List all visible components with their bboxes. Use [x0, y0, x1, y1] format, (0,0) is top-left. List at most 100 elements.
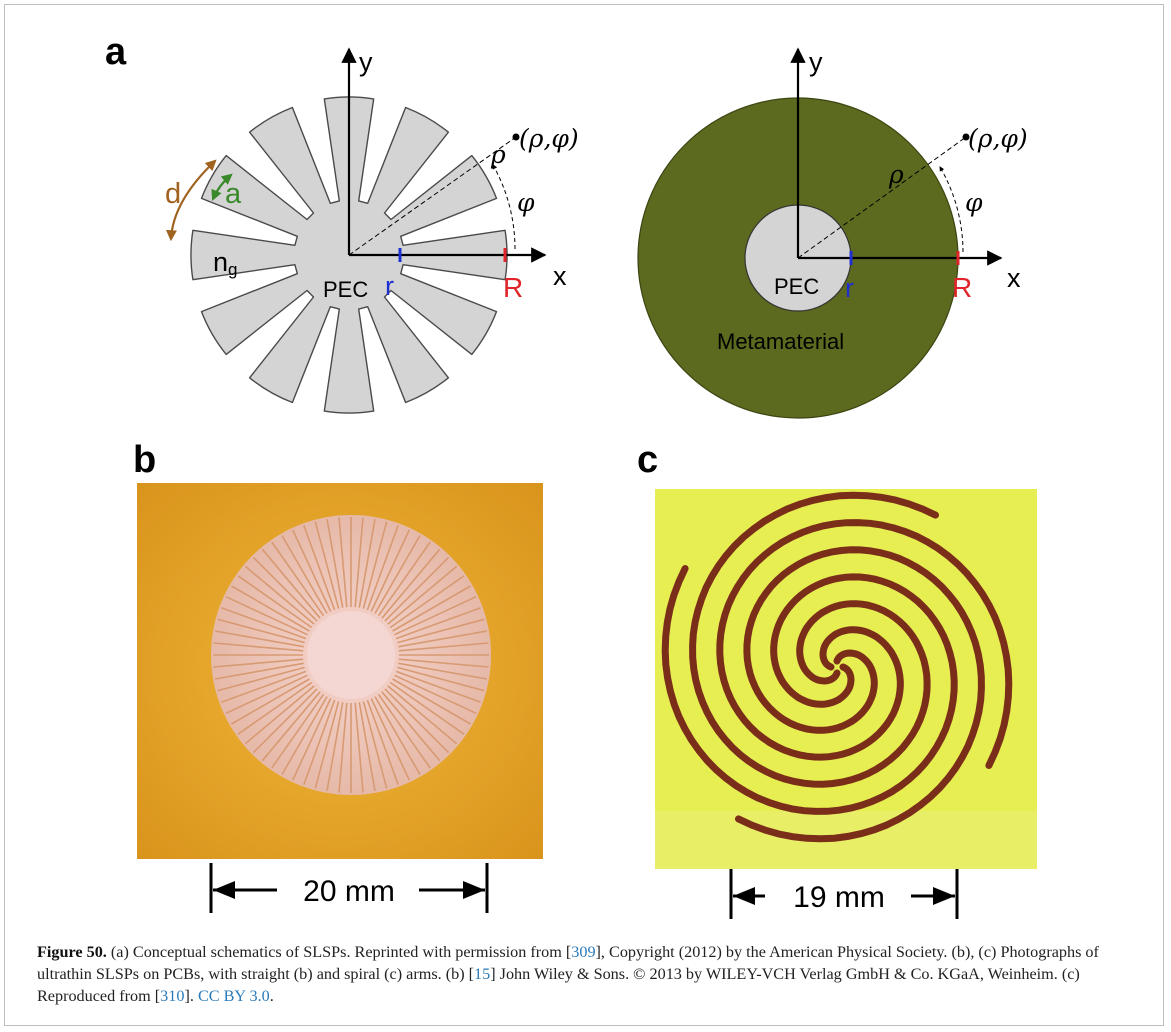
r-label-right: r: [845, 273, 854, 303]
radial-stripe: [389, 681, 465, 735]
radial-stripe: [291, 698, 332, 781]
R-label-left: R: [503, 272, 523, 303]
radial-stripe: [387, 565, 458, 625]
radial-stripe: [214, 630, 304, 648]
phi-arc-left: [492, 164, 516, 250]
radial-stripe: [397, 666, 485, 692]
ref-310-link[interactable]: 310: [160, 987, 185, 1005]
caption-text-4: ].: [184, 987, 198, 1005]
radial-stripe: [397, 618, 485, 644]
y-label-right: y: [809, 47, 823, 77]
radial-stripe: [392, 585, 471, 632]
figure-frame: a b c y x (ρ,φ) ρ: [4, 4, 1164, 1026]
radial-stripe: [362, 521, 388, 609]
license-link[interactable]: CC BY 3.0: [197, 987, 270, 1005]
a-arc: [211, 173, 233, 202]
radial-stripe: [237, 575, 313, 629]
d-label: d: [165, 178, 181, 210]
phi-label-right: φ: [965, 188, 983, 217]
caption-text-1: (a) Conceptual schematics of SLSPs. Repr…: [106, 943, 572, 961]
photo-c-image: [655, 489, 1037, 869]
radial-stripe: [225, 674, 308, 715]
figure-caption: Figure 50. (a) Conceptual schematics of …: [37, 941, 1147, 1007]
panel-label-b: b: [133, 439, 157, 481]
radial-stripe: [398, 662, 488, 680]
radial-stripe: [281, 696, 328, 775]
photo-b-image: [137, 483, 543, 859]
scale-bar-c: 19 mm: [729, 869, 959, 919]
radial-stripe: [366, 699, 399, 785]
radial-stripe: [389, 575, 465, 629]
point-label-left: (ρ,φ): [519, 124, 579, 153]
panel-label-c: c: [637, 439, 659, 481]
radial-stripe: [395, 607, 481, 640]
radial-stripe: [303, 525, 336, 611]
radial-stripe: [377, 693, 431, 769]
radial-stripe: [381, 691, 441, 762]
radial-stripe: [398, 642, 489, 652]
radial-stripe: [221, 670, 307, 703]
radial-stripe: [291, 529, 332, 612]
point-right: [962, 133, 970, 141]
radial-stripe: [338, 517, 348, 608]
photo-straight-arms: [137, 483, 543, 859]
radial-stripe: [387, 685, 458, 745]
a-label: a: [225, 178, 242, 210]
radial-stripe: [384, 556, 450, 622]
point-left: [512, 133, 520, 141]
ref-15-link[interactable]: 15: [474, 965, 491, 983]
radial-stripe: [362, 701, 388, 789]
radial-stripe: [252, 556, 318, 622]
radial-stripe: [354, 517, 364, 608]
radial-stripe: [398, 658, 489, 668]
radial-stripe: [261, 691, 321, 762]
spiral-arm: [661, 565, 958, 815]
radial-stripe: [244, 565, 315, 625]
radial-stripe: [237, 681, 313, 735]
radial-stripe: [225, 595, 308, 636]
radial-stripe: [338, 702, 348, 793]
radial-stripe: [271, 541, 325, 617]
radial-stripe: [398, 630, 488, 648]
phi-arc-right: [939, 166, 964, 253]
radial-stripe: [314, 701, 340, 789]
radial-stripe: [370, 698, 411, 781]
radial-stripe: [370, 529, 411, 612]
radial-stripe: [281, 535, 328, 614]
radial-stripe: [217, 618, 305, 644]
radial-stripe: [231, 678, 310, 725]
rho-line-left: [348, 136, 517, 256]
caption-text-2: ], Copyright (2012) by the American Phys…: [37, 943, 1099, 983]
radial-stripe: [395, 670, 481, 703]
radial-stripe: [374, 696, 421, 775]
radial-stripe: [261, 548, 321, 619]
radial-stripe: [221, 607, 307, 640]
rho-line-right: [797, 136, 967, 259]
x-label-right: x: [1007, 263, 1021, 293]
caption-text-5: .: [269, 987, 274, 1005]
spiral-arm: [716, 519, 1013, 769]
radial-stripe: [354, 702, 364, 793]
scale-label-c: 19 mm: [793, 881, 885, 914]
radial-stripe: [358, 702, 376, 792]
radial-stripe: [217, 666, 305, 692]
radial-stripe: [326, 702, 344, 792]
radial-stripe: [374, 535, 421, 614]
radial-stripe: [326, 518, 344, 608]
pec-label-left: PEC: [323, 277, 368, 302]
radial-stripe: [394, 674, 477, 715]
metamaterial-label: Metamaterial: [717, 329, 844, 354]
scale-label-b: 20 mm: [303, 875, 395, 908]
ref-309-link[interactable]: 309: [571, 943, 596, 961]
radial-stripe: [358, 518, 376, 608]
r-label-left: r: [385, 271, 394, 301]
radial-stripe: [394, 595, 477, 636]
radial-stripe: [231, 585, 310, 632]
radial-stripe: [213, 642, 304, 652]
rho-label-left: ρ: [490, 140, 506, 169]
phi-label-left: φ: [517, 188, 535, 217]
x-label-left: x: [553, 261, 567, 291]
schematic-diagram: y x (ρ,φ) ρ φ r R PEC d a ng y x (ρ,φ) ρ…: [165, 47, 1028, 419]
spiral-arm: [735, 546, 985, 843]
radial-stripe: [303, 699, 336, 785]
